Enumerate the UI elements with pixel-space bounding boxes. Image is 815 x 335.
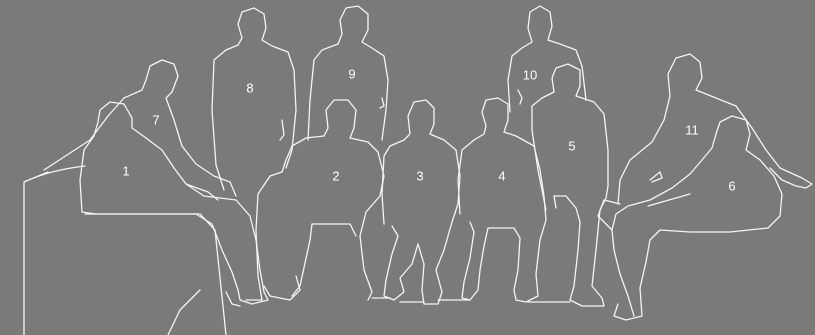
label-person-6: 6 <box>728 178 735 193</box>
person-1-outline <box>80 102 268 306</box>
label-person-4: 4 <box>498 168 505 183</box>
person-8-outline <box>212 8 296 190</box>
label-person-7: 7 <box>152 112 159 127</box>
sofa-outline <box>24 166 226 335</box>
person-11-outline <box>618 54 812 204</box>
person-3-outline <box>382 100 460 304</box>
label-person-3: 3 <box>416 168 423 183</box>
label-person-9: 9 <box>348 66 355 81</box>
label-person-11: 11 <box>685 122 699 137</box>
label-person-2: 2 <box>332 168 339 183</box>
person-4-outline <box>458 98 546 302</box>
person-7-outline <box>44 60 236 196</box>
label-person-8: 8 <box>246 80 253 95</box>
label-person-10: 10 <box>523 67 537 82</box>
person-2-outline <box>256 100 384 300</box>
person-5-outline <box>532 64 608 306</box>
label-person-1: 1 <box>122 163 129 178</box>
label-person-5: 5 <box>568 138 575 153</box>
person-6-outline <box>598 116 782 320</box>
